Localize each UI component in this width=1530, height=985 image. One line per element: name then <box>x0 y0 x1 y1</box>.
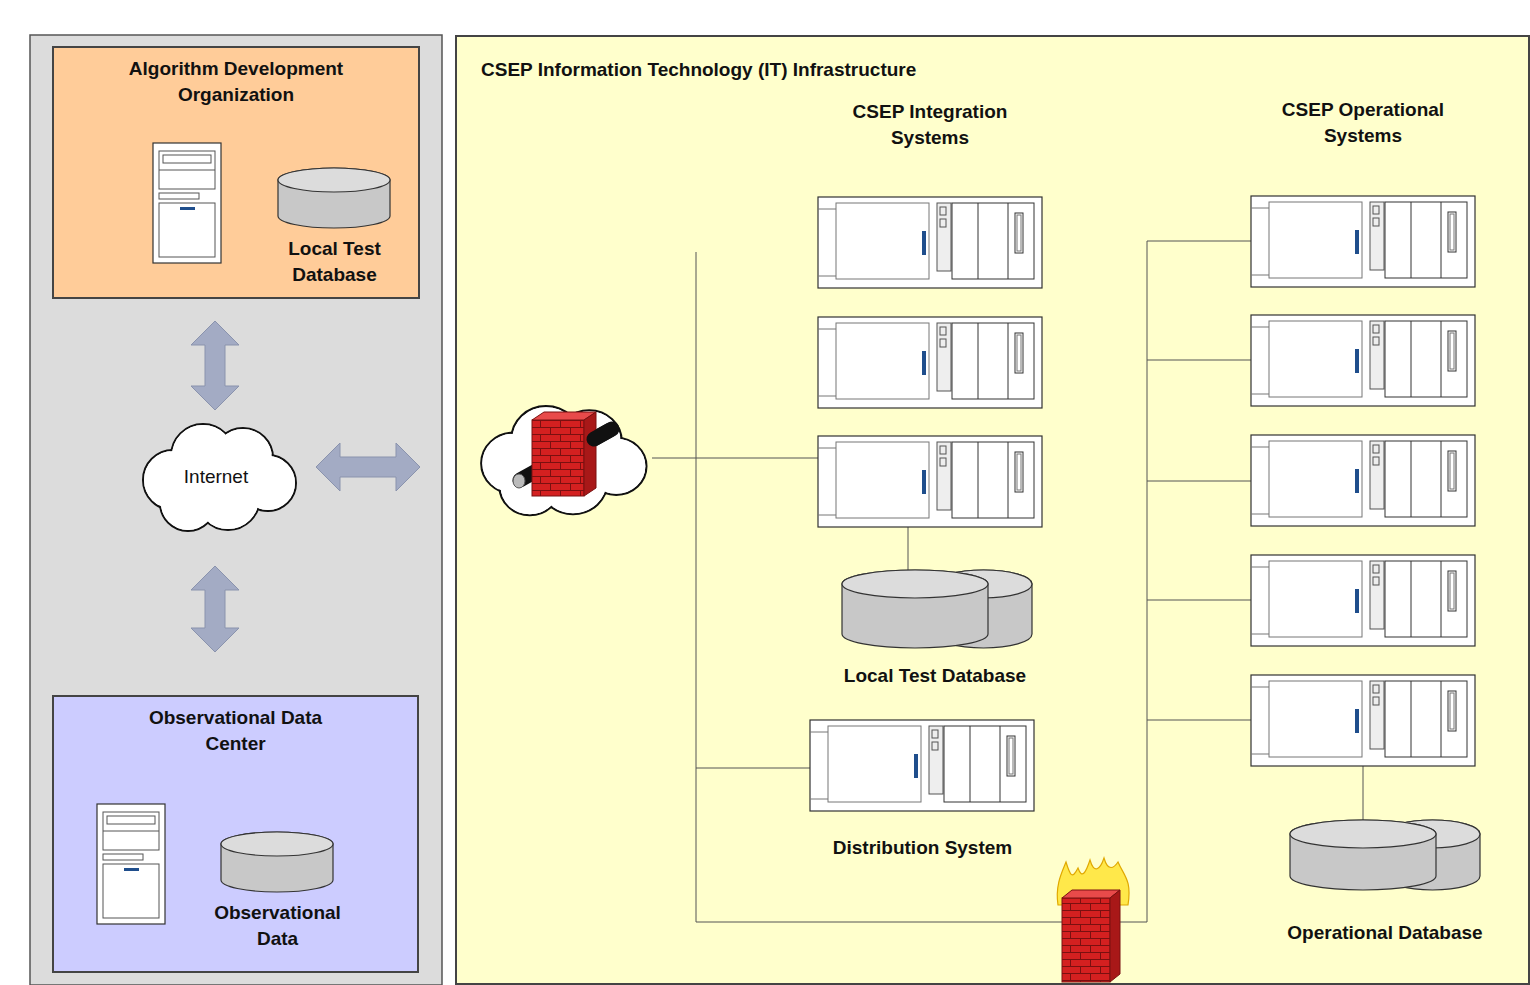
node-label: Local Test Database <box>800 663 1070 689</box>
text-holder: Distribution System <box>790 835 1055 861</box>
server <box>818 197 1042 288</box>
server <box>810 720 1034 811</box>
database: Observational Data <box>195 832 360 964</box>
text-holder: Internet <box>128 464 304 490</box>
flaming-firewall <box>1057 858 1129 982</box>
firewall-tunnel <box>513 412 612 496</box>
server <box>818 317 1042 408</box>
server <box>1251 196 1475 287</box>
org-fill <box>52 46 420 299</box>
node-label: Operational Database <box>1240 920 1530 946</box>
firewall-cloud <box>481 406 646 515</box>
database: Local Test Database <box>800 570 1070 695</box>
internet-cloud: Internet <box>128 418 304 536</box>
infrastructure-panel: Local Test DatabaseDistribution SystemOp… <box>455 35 1530 985</box>
distribution-server: Distribution System <box>790 715 1055 867</box>
server <box>1251 555 1475 646</box>
infrastructure-fill <box>455 35 1530 985</box>
text-holder: Operational Database <box>1240 920 1530 946</box>
datacenter-fill <box>52 695 419 973</box>
cylinder-body <box>1290 820 1436 890</box>
database: Operational Database <box>1240 820 1530 952</box>
text-holder: CSEP Information Technology (IT) Infrast… <box>457 57 1528 83</box>
box-heading: Algorithm Development Organization <box>96 56 376 107</box>
group-heading: CSEP Operational Systems <box>1253 97 1473 148</box>
text-holder: Local Test Database <box>800 663 1070 689</box>
organization-box: Local Test Database Algorithm Development… <box>52 46 420 299</box>
double-arrow <box>191 321 239 410</box>
cylinder-body <box>221 832 333 892</box>
box-heading: Observational Data Center <box>121 705 351 756</box>
text-holder: Local Test Database <box>262 236 407 287</box>
left-panel <box>30 35 442 985</box>
node-label: Observational Data <box>195 900 360 951</box>
database: Local Test Database <box>262 168 407 294</box>
box-heading: CSEP Information Technology (IT) Infrast… <box>481 57 1181 83</box>
double-arrow <box>191 566 239 652</box>
group-heading: CSEP Integration Systems <box>820 99 1040 150</box>
tower-pc <box>153 143 221 263</box>
tower-pc <box>97 804 165 924</box>
server <box>1251 435 1475 526</box>
node-label: Local Test Database <box>262 236 407 287</box>
text-holder: Algorithm Development Organization <box>54 56 418 107</box>
cylinder-body <box>842 570 988 648</box>
server <box>1251 315 1475 406</box>
cylinder-top <box>842 570 988 598</box>
text-holder: Observational Data <box>195 900 360 951</box>
text-holder: Observational Data Center <box>54 705 417 756</box>
double-arrow <box>316 443 420 491</box>
node-label: Distribution System <box>790 835 1055 861</box>
server <box>1251 675 1475 766</box>
node-label: Internet <box>141 464 291 490</box>
cylinder-top <box>1290 820 1436 848</box>
server <box>818 436 1042 527</box>
data-center-box: Observational Data Observational Data Cen… <box>52 695 419 973</box>
cylinder-top <box>221 832 333 856</box>
cylinder-body <box>278 168 390 228</box>
cylinder-top <box>278 168 390 192</box>
